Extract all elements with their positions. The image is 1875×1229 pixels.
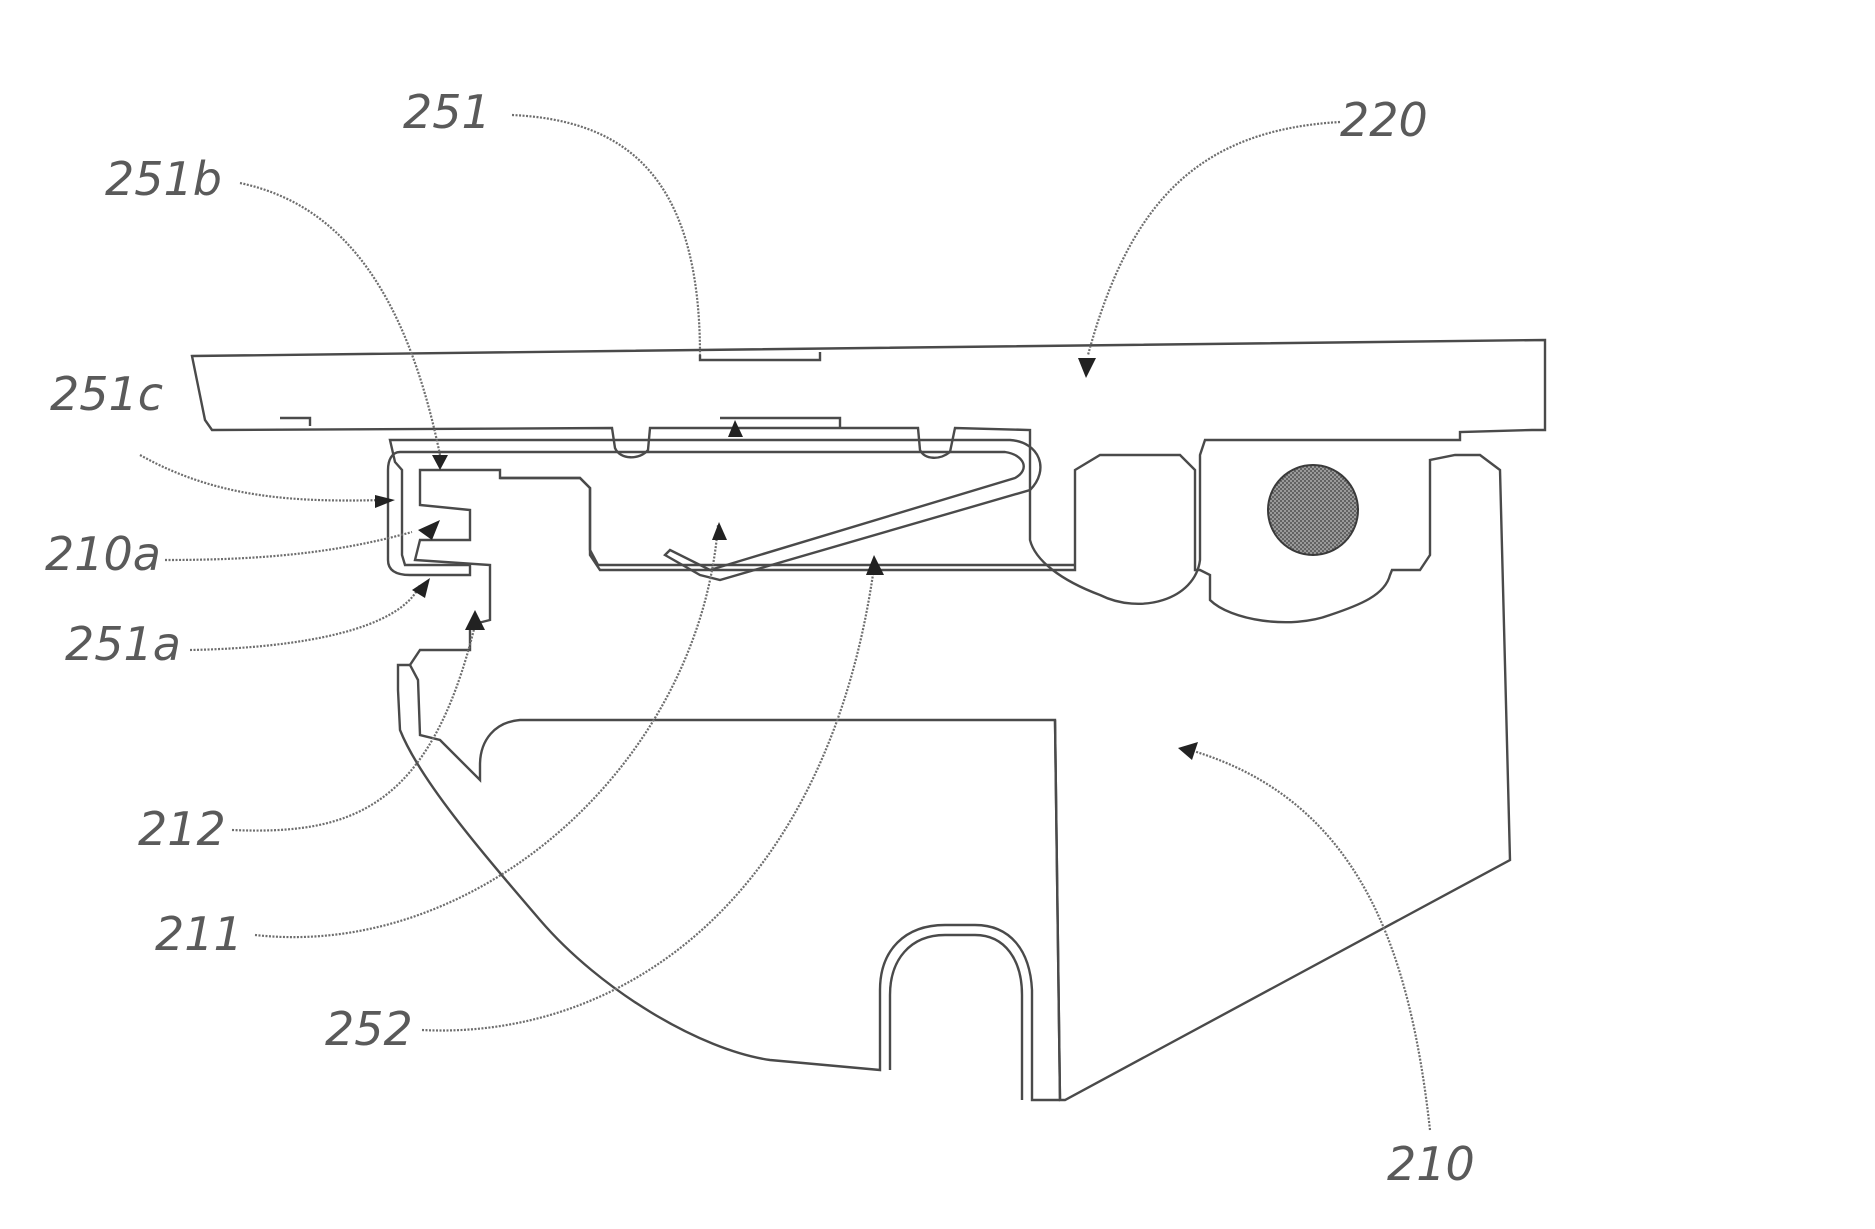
- label-251c: 251c: [50, 367, 163, 421]
- spring-clip-252: [388, 440, 1040, 580]
- label-251: 251: [403, 85, 491, 139]
- inner-cavity: [500, 478, 1075, 565]
- label-212: 212: [138, 802, 226, 856]
- main-body-210: [410, 455, 1510, 1100]
- reference-labels: 251 220 251b 251c 210a 251a 212 211 252 …: [45, 85, 1475, 1191]
- label-220: 220: [1340, 93, 1428, 147]
- label-210: 210: [1387, 1137, 1475, 1191]
- label-251a: 251a: [65, 617, 181, 671]
- label-211: 211: [155, 907, 243, 961]
- label-210a: 210a: [45, 527, 161, 581]
- label-252: 252: [325, 1002, 413, 1056]
- lower-frame-outline: [398, 665, 1060, 1100]
- label-251b: 251b: [105, 152, 222, 206]
- seal-element: [1268, 465, 1358, 555]
- leader-lines: [140, 115, 1430, 1130]
